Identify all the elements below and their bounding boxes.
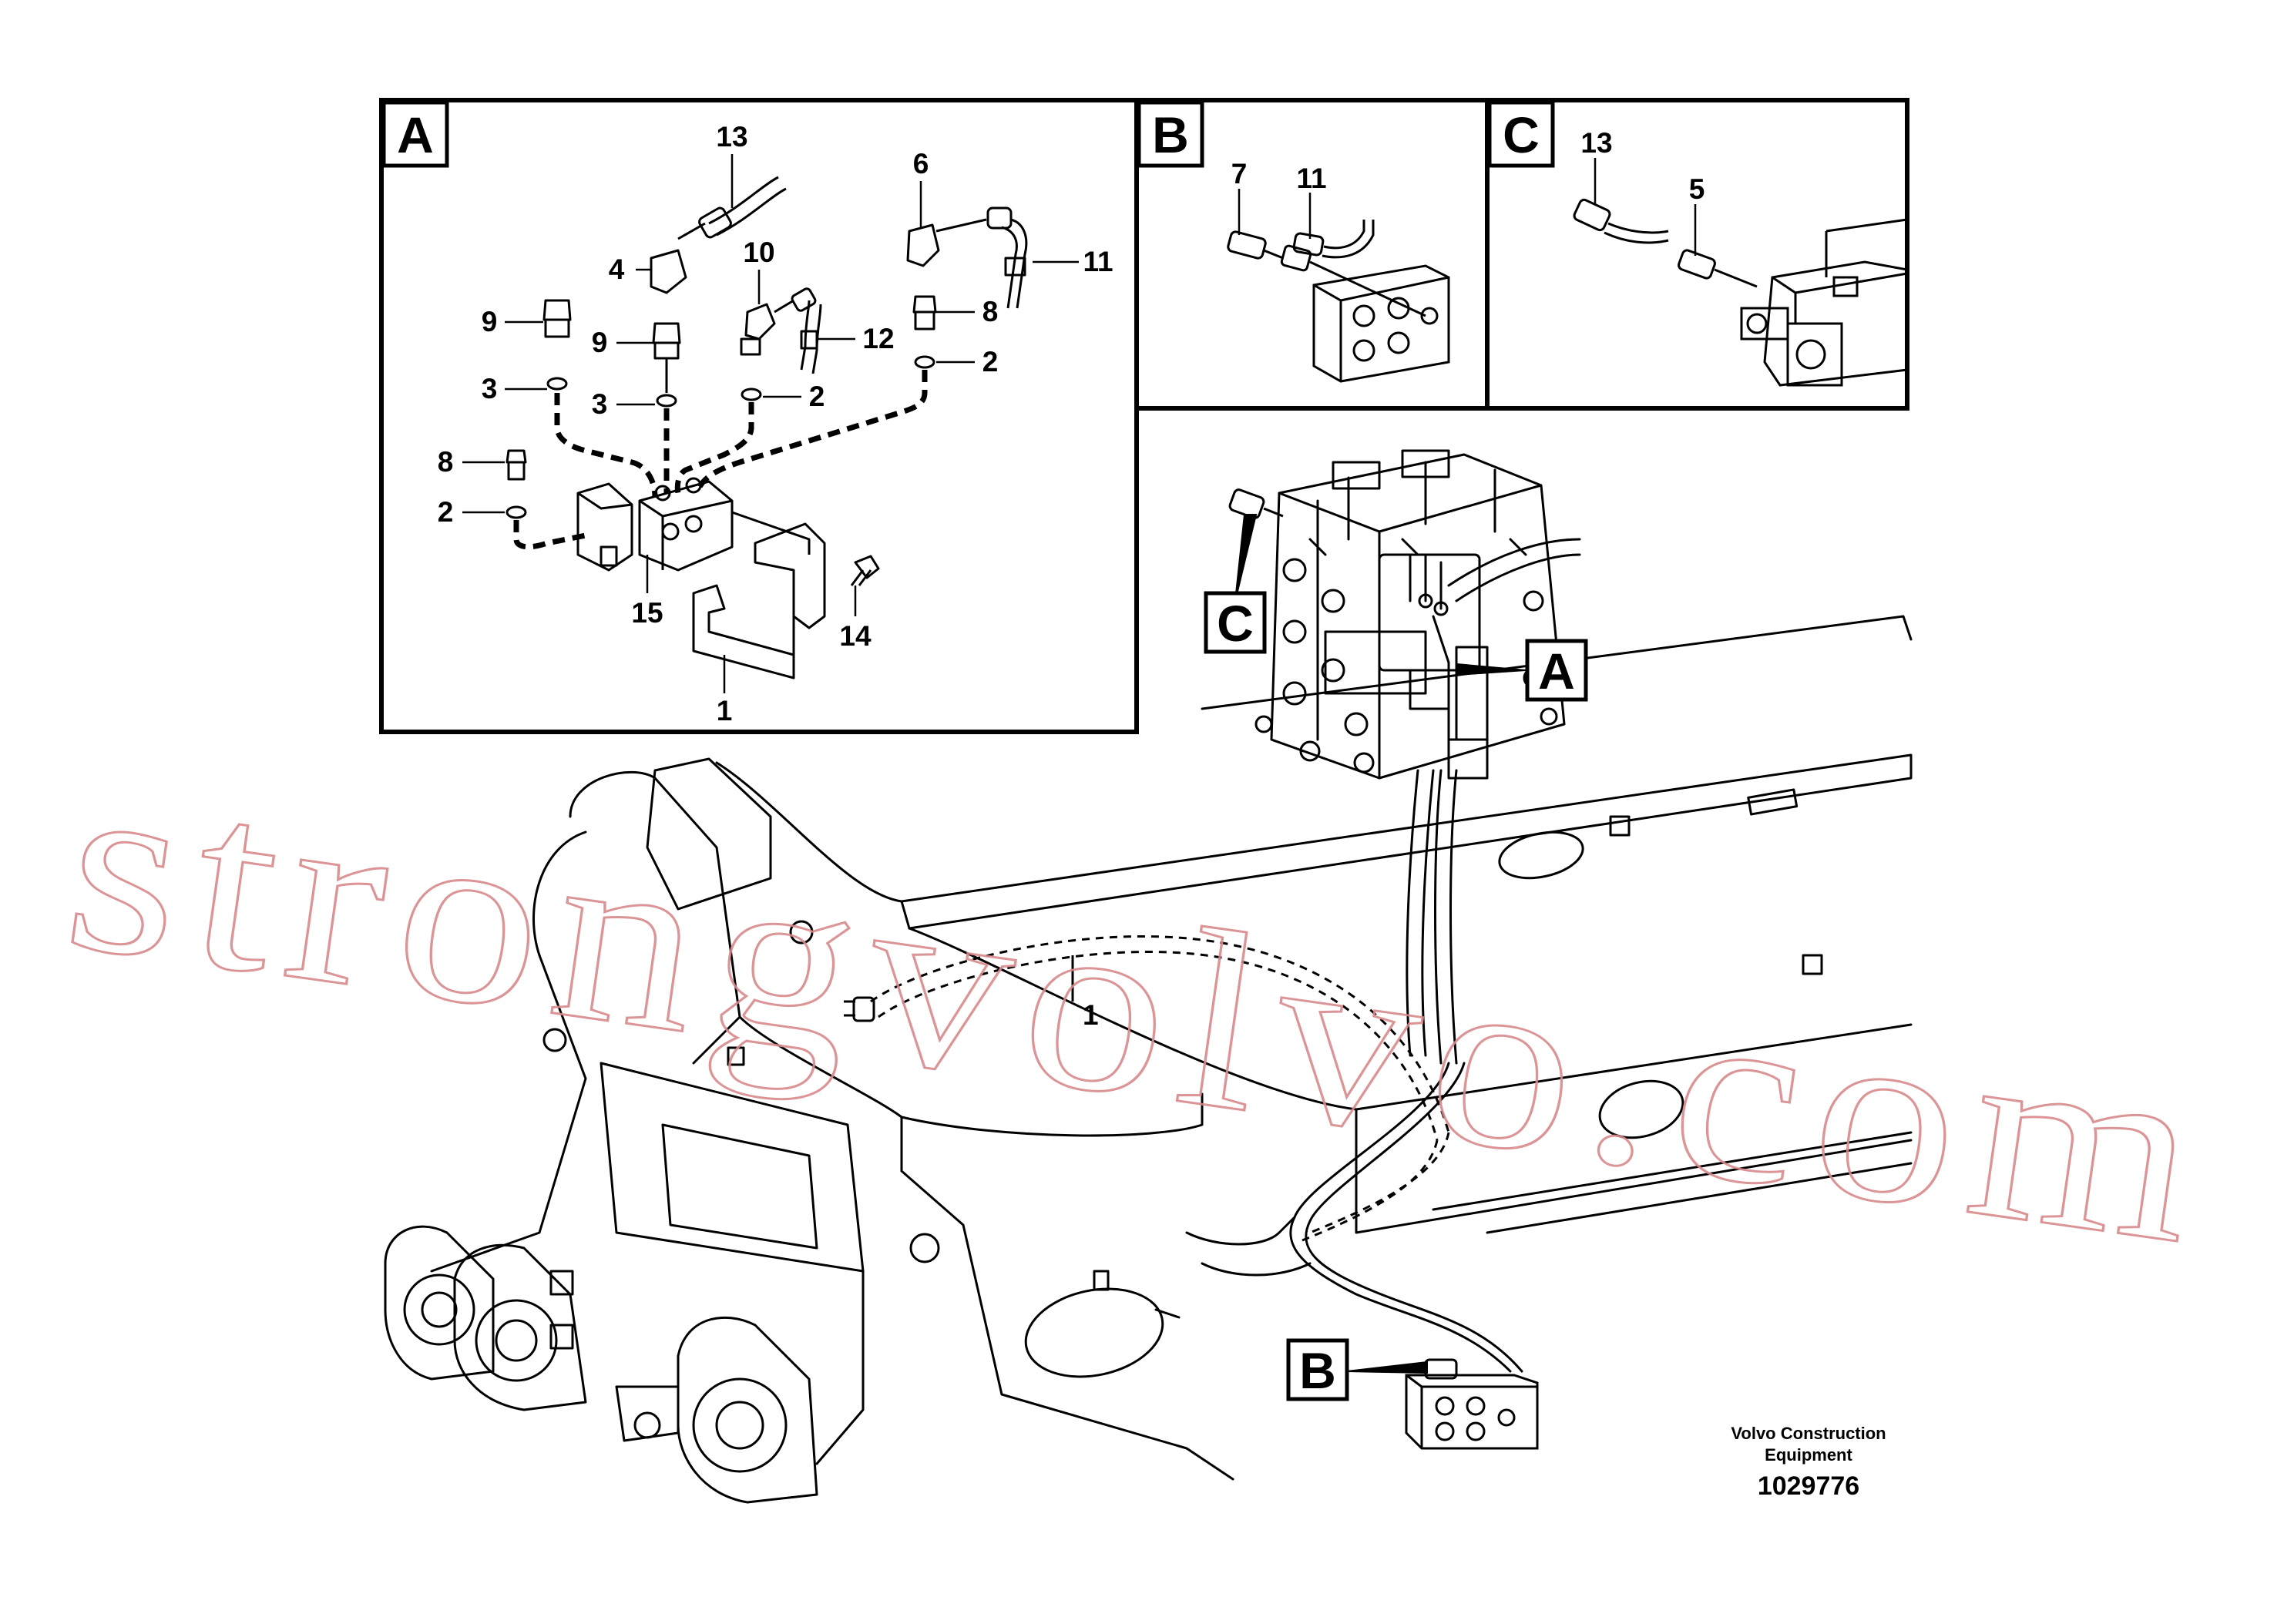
leader-b — [1346, 1361, 1428, 1374]
dashed-hose-route — [870, 935, 1450, 1242]
panel-c-label-13: 13 — [1580, 127, 1612, 159]
boom-lug-right — [633, 1316, 818, 1504]
document-number: 1029776 — [1758, 1471, 1859, 1501]
callout-b-letter: B — [1299, 1342, 1336, 1399]
detail-panel-a: A — [379, 98, 1139, 734]
fitting-c-on-valve — [1228, 488, 1284, 519]
brand-line-1: Volvo Construction — [1731, 1424, 1886, 1443]
panel-a-label-14: 14 — [839, 620, 872, 652]
boom-lug-middle — [453, 1243, 587, 1411]
panel-a-label-8-left: 8 — [438, 446, 454, 478]
callout-c: C — [1204, 591, 1267, 654]
callout-b: B — [1286, 1338, 1349, 1401]
panel-a-label-2-right: 2 — [982, 346, 999, 377]
panel-a-label-9-center: 9 — [592, 327, 608, 358]
panel-a-label-11: 11 — [1083, 246, 1113, 277]
footer-brand: Volvo Construction Equipment 1029776 — [1731, 1424, 1886, 1501]
leader-c — [1234, 514, 1258, 602]
panel-a-label-2-left: 2 — [438, 496, 454, 528]
panel-a-label-1: 1 — [717, 695, 733, 726]
panel-a-label-2-middle: 2 — [809, 381, 825, 412]
panel-a-label-3-left: 3 — [482, 373, 498, 404]
panel-c-label-5: 5 — [1689, 173, 1705, 205]
panel-a-label-3-center: 3 — [592, 388, 608, 420]
watermark-text: strongvolvo.com — [52, 720, 2229, 1299]
callout-a: A — [1525, 639, 1588, 702]
main-label-1: 1 — [1083, 999, 1099, 1031]
panel-a-label-13: 13 — [716, 121, 747, 153]
control-valve-assembly — [1254, 449, 1581, 780]
detail-panel-b: B 7 11 — [1134, 98, 1490, 411]
hose-solid-to-b — [1289, 1062, 1512, 1373]
panel-a-label-9-left: 9 — [482, 306, 498, 337]
panel-a-label-15: 15 — [631, 597, 663, 629]
panel-a-label-4: 4 — [609, 253, 625, 285]
fitting-left-end — [844, 996, 875, 1022]
panel-a-label-12: 12 — [862, 323, 894, 354]
panel-b-label-11: 11 — [1296, 163, 1326, 194]
panel-a-label-8-right: 8 — [982, 296, 999, 327]
hose-solid-1 — [1406, 769, 1419, 1057]
brand-line-2: Equipment — [1765, 1445, 1852, 1465]
panel-b-label-7: 7 — [1231, 158, 1248, 190]
boom-lug-left — [384, 1225, 495, 1381]
callout-a-letter: A — [1538, 643, 1575, 700]
panel-a-letter: A — [397, 106, 434, 163]
panel-a-label-10: 10 — [743, 237, 774, 268]
detail-panel-c: C 13 5 — [1485, 98, 1909, 411]
callout-c-letter: C — [1217, 595, 1254, 652]
leader-a — [1456, 663, 1527, 676]
panel-c-letter: C — [1503, 106, 1540, 163]
distribution-block — [1405, 1358, 1539, 1450]
panel-a-label-6: 6 — [913, 148, 929, 180]
panel-b-letter: B — [1152, 106, 1189, 163]
